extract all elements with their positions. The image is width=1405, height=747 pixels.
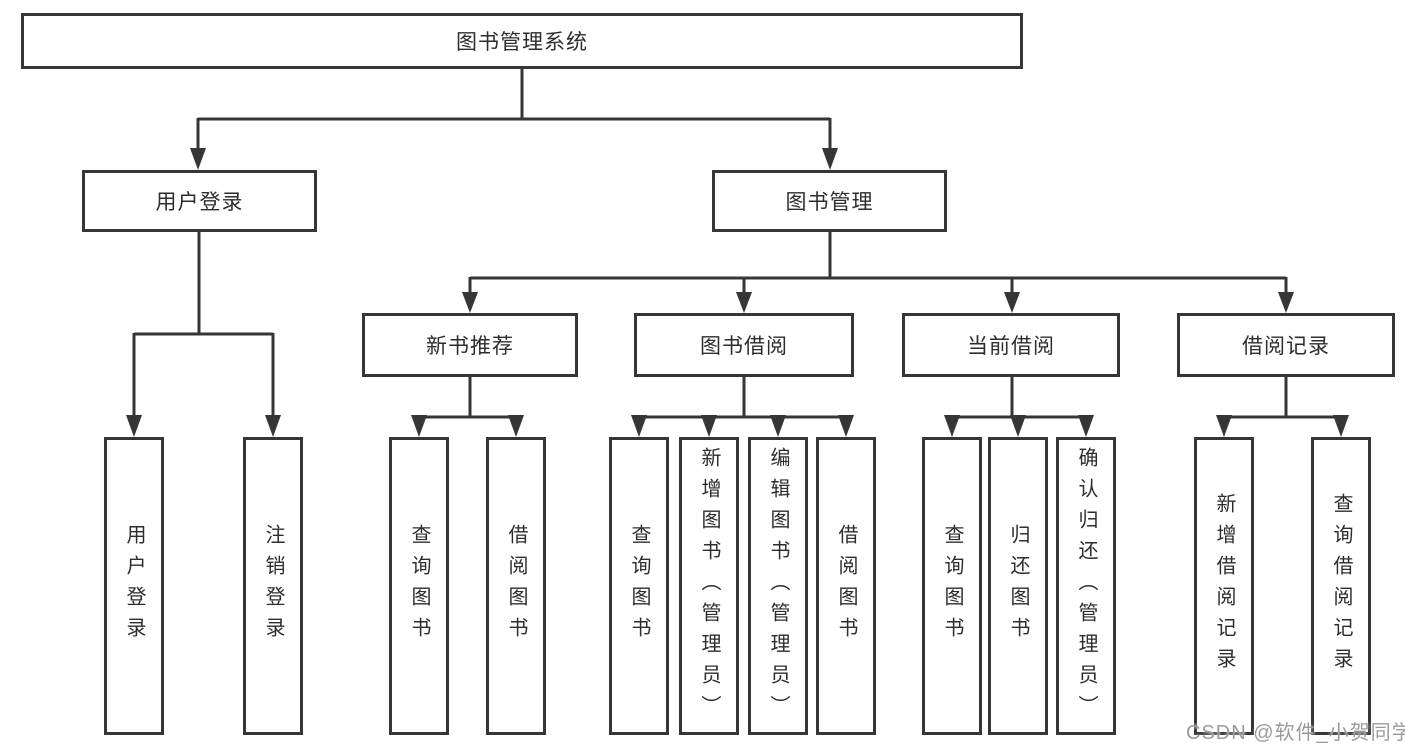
leaf-label: 查询图书 xyxy=(408,524,430,648)
leaf-borrow-books-recommend: 借阅图书 xyxy=(486,437,546,735)
leaf-query-borrow-record: 查询借阅记录 xyxy=(1311,437,1371,735)
leaf-label: 新增借阅记录 xyxy=(1213,493,1235,679)
leaf-label: 查询借阅记录 xyxy=(1330,493,1352,679)
leaf-add-book-admin: 新增图书（管理员） xyxy=(679,437,739,735)
leaf-add-borrow-record: 新增借阅记录 xyxy=(1194,437,1254,735)
node-label: 新书推荐 xyxy=(426,335,514,358)
leaf-label: 用户登录 xyxy=(123,524,145,648)
node-label: 图书管理系统 xyxy=(456,31,588,54)
node-label: 图书管理 xyxy=(785,191,874,214)
leaf-label: 借阅图书 xyxy=(835,524,857,648)
node-label: 当前借阅 xyxy=(967,335,1055,358)
leaf-label: 注销登录 xyxy=(262,524,284,648)
leaf-label: 查询图书 xyxy=(941,524,963,648)
leaf-borrow-books: 借阅图书 xyxy=(816,437,876,735)
leaf-logout: 注销登录 xyxy=(243,437,303,735)
node-label: 用户登录 xyxy=(155,191,244,214)
leaf-query-books-borrow: 查询图书 xyxy=(609,437,669,735)
node-current-borrow: 当前借阅 xyxy=(902,313,1120,377)
leaf-label: 归还图书 xyxy=(1007,524,1029,648)
leaf-label: 编辑图书（管理员） xyxy=(767,446,789,726)
leaf-confirm-return-admin: 确认归还（管理员） xyxy=(1056,437,1116,735)
leaf-label: 借阅图书 xyxy=(505,524,527,648)
leaf-edit-book-admin: 编辑图书（管理员） xyxy=(748,437,808,735)
node-library-management-system: 图书管理系统 xyxy=(21,13,1023,69)
node-new-book-recommend: 新书推荐 xyxy=(362,313,578,377)
leaf-label: 新增图书（管理员） xyxy=(698,446,720,726)
node-book-borrow: 图书借阅 xyxy=(634,313,854,377)
node-borrow-records: 借阅记录 xyxy=(1177,313,1395,377)
node-label: 图书借阅 xyxy=(700,335,788,358)
node-book-management: 图书管理 xyxy=(712,170,947,232)
leaf-label: 查询图书 xyxy=(628,524,650,648)
leaf-query-books-current: 查询图书 xyxy=(922,437,982,735)
leaf-return-book: 归还图书 xyxy=(988,437,1048,735)
node-user-login: 用户登录 xyxy=(82,170,317,232)
leaf-user-login: 用户登录 xyxy=(104,437,164,735)
leaf-label: 确认归还（管理员） xyxy=(1075,446,1097,726)
node-label: 借阅记录 xyxy=(1242,335,1330,358)
csdn-watermark: CSDN @软件_小贺同学 xyxy=(1186,722,1405,744)
leaf-query-books-recommend: 查询图书 xyxy=(389,437,449,735)
